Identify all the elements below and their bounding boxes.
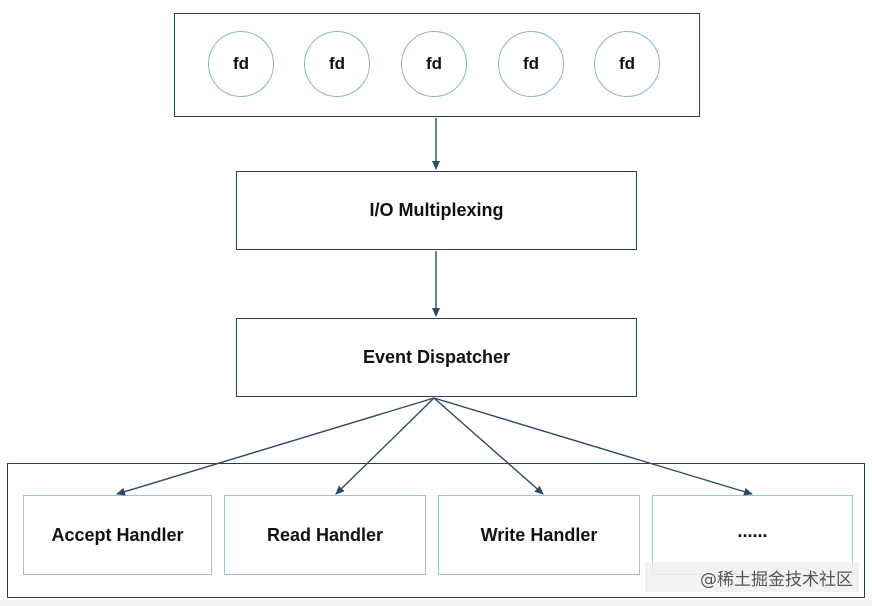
fd-node-4: fd xyxy=(498,31,564,97)
fd-node-2: fd xyxy=(304,31,370,97)
watermark: @稀土掘金技术社区 xyxy=(645,562,859,592)
fd-node-3: fd xyxy=(401,31,467,97)
arrow-to-accept-handler xyxy=(116,397,435,496)
more-handlers-label: ...... xyxy=(737,520,768,541)
fd-node-5: fd xyxy=(594,31,660,97)
fd-node-1: fd xyxy=(208,31,274,97)
event-dispatcher-box xyxy=(236,318,637,397)
arrow-to-read-handler xyxy=(335,397,435,495)
write-handler-box xyxy=(438,495,640,575)
read-handler-box xyxy=(224,495,426,575)
write-handler-label: Write Handler xyxy=(480,524,598,545)
accept-handler-box xyxy=(23,495,212,575)
io-multiplexing-label: I/O Multiplexing xyxy=(369,200,504,220)
arrow-to-write-handler xyxy=(433,397,544,495)
bottom-strip xyxy=(0,600,872,606)
io-multiplexing-box xyxy=(236,171,637,250)
event-dispatcher-label: Event Dispatcher xyxy=(362,347,511,367)
arrow-to-more-handlers xyxy=(433,397,753,496)
accept-handler-label: Accept Handler xyxy=(51,524,184,545)
read-handler-label: Read Handler xyxy=(266,524,384,545)
